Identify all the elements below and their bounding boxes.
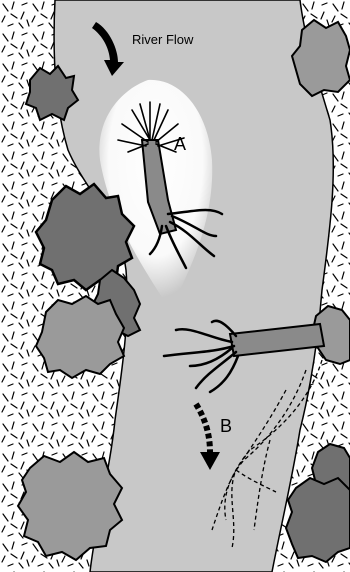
bush — [286, 478, 350, 562]
river-flow-label: River Flow — [132, 32, 194, 47]
tree-b-label: B — [220, 416, 232, 436]
tree-a-label: A — [174, 134, 186, 154]
